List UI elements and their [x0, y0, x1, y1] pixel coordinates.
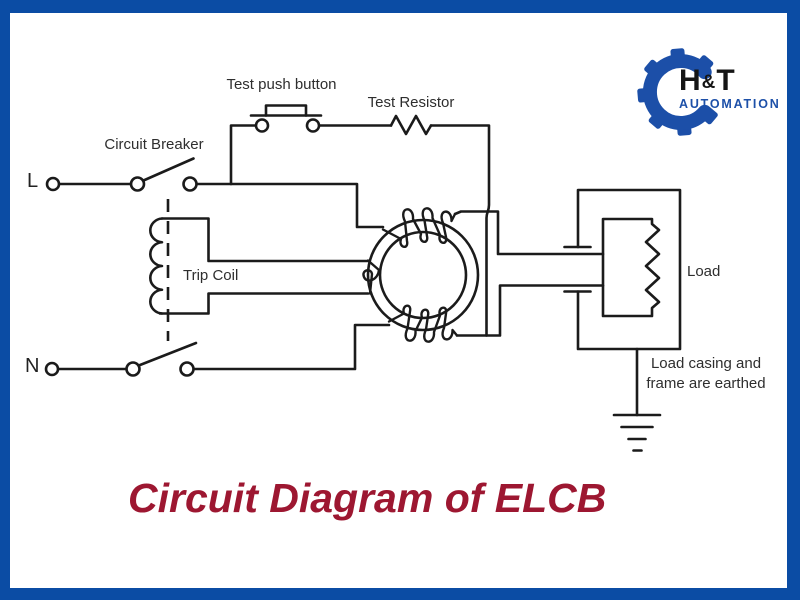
- ct-core-outer: [366, 218, 480, 332]
- breaker-left-contact: [129, 176, 146, 192]
- gear-icon: [637, 48, 718, 136]
- test-resistor-label: Test Resistor: [367, 94, 455, 111]
- trip-coil-windings: [149, 217, 164, 315]
- gear-ring: [643, 54, 712, 130]
- neutral-output-wire: [455, 284, 605, 337]
- earth-note-line2: frame are earthed: [646, 375, 766, 392]
- earth-note-line1: Load casing and: [650, 355, 762, 372]
- push-button-cap: [264, 104, 308, 117]
- test-wire-drop: [429, 124, 491, 337]
- line-terminal-label: L: [27, 170, 39, 192]
- ct-top-winding: [381, 207, 457, 248]
- neutral-main-wire: [192, 323, 391, 371]
- logo-ampersand: &: [701, 72, 717, 93]
- line-terminal-circle: [45, 176, 61, 192]
- neutral-terminal-label: N: [25, 355, 40, 377]
- test-push-button-label: Test push button: [226, 76, 337, 93]
- circuit-breaker-lever: [142, 157, 195, 182]
- logo-wordmark: H&T: [679, 66, 799, 100]
- ct-core-inner: [378, 230, 468, 320]
- diagram-canvas: L N Circuit Breaker Test push button Tes…: [10, 13, 787, 588]
- trip-coil-top-wire: [160, 217, 370, 263]
- load-resistor-outline: [601, 217, 661, 318]
- button-left-contact: [254, 118, 270, 133]
- neutral-right-contact: [179, 361, 195, 377]
- breaker-right-contact: [182, 176, 198, 192]
- phase-output-wire: [453, 210, 605, 256]
- neutral-terminal-circle: [44, 361, 60, 377]
- load-casing-outline: [576, 188, 682, 351]
- test-branch-riser: [229, 124, 258, 186]
- page-title: Circuit Diagram of ELCB: [128, 475, 607, 521]
- logo-letter-h: H: [679, 64, 702, 97]
- circuit-wires: [57, 104, 682, 452]
- neutral-switch-lever: [138, 341, 198, 367]
- trip-coil-label: Trip Coil: [183, 267, 239, 284]
- line-main-wire: [195, 182, 385, 229]
- terminal-circles: [44, 118, 321, 377]
- test-resistor-zigzag: [389, 114, 433, 136]
- earth-note-label: Load casing and frame are earthed: [638, 354, 774, 394]
- ct-bottom-winding: [387, 304, 459, 343]
- neutral-left-contact: [125, 361, 141, 377]
- logo-subtitle: AUTOMATION: [679, 97, 781, 111]
- button-right-contact: [305, 118, 321, 133]
- load-label: Load: [687, 263, 721, 280]
- trip-coil-bottom-wire: [158, 292, 370, 315]
- circuit-breaker-label: Circuit Breaker: [104, 136, 204, 153]
- logo-letter-t: T: [716, 64, 736, 97]
- ct-secondary-tap: [362, 259, 381, 295]
